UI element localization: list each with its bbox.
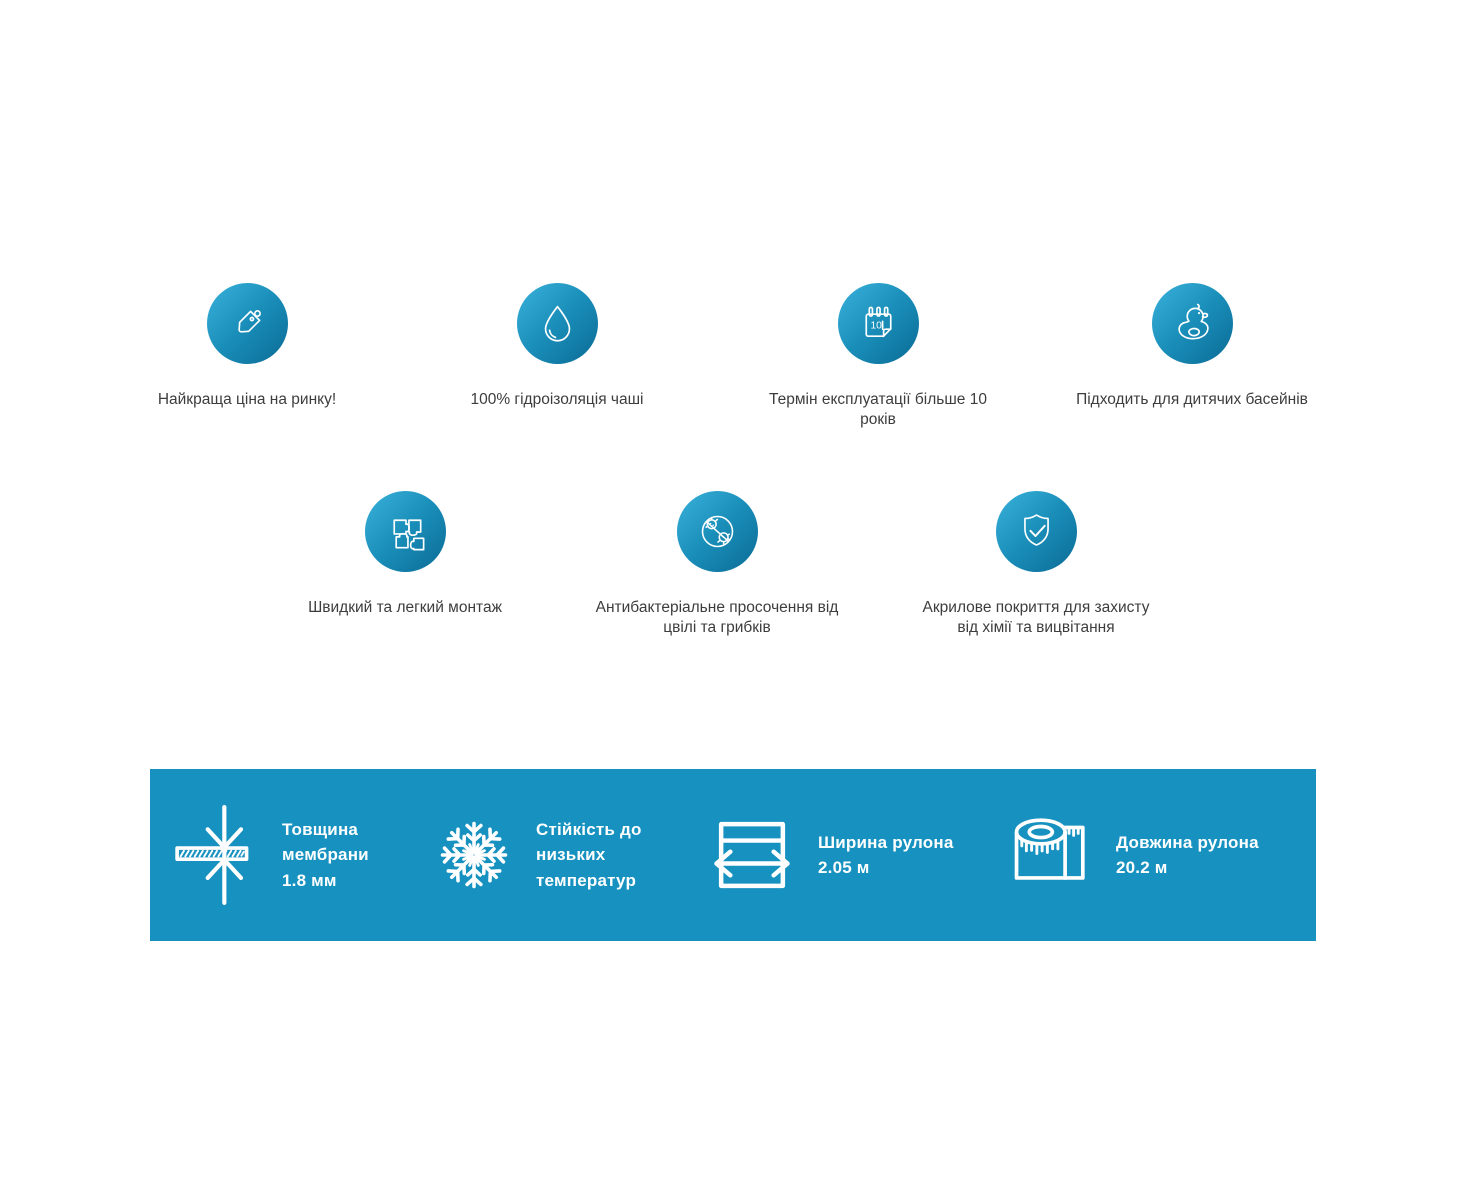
feature-caption: Найкраща ціна на ринку! — [157, 391, 337, 408]
water-drop-icon — [544, 305, 570, 342]
feature-badge — [206, 283, 288, 364]
spec-label: Товщина мембрани 1.8 мм — [282, 819, 369, 890]
feature-badge: 10 — [837, 283, 919, 364]
feature-badge — [995, 491, 1077, 572]
price-tag-icon — [237, 310, 261, 333]
spec-banner: Товщина мембрани 1.8 мм С — [150, 769, 1316, 941]
membrane-thickness-icon — [175, 805, 249, 905]
feature-lifespan: 10 Термін експлуатації більше 10 років — [728, 283, 1028, 429]
feature-easy-install: Швидкий та легкий монтаж — [255, 491, 555, 618]
no-bacteria-icon — [701, 515, 733, 548]
feature-kids-pools: Підходить для дитячих басейнів — [1042, 283, 1342, 410]
spec-label: Довжина рулона 20.2 м — [1116, 832, 1259, 878]
roll-length-icon — [1014, 818, 1085, 880]
feature-badge — [516, 283, 598, 364]
snowflake-icon — [440, 821, 508, 889]
feature-badge — [364, 491, 446, 572]
roll-width-icon — [714, 821, 790, 889]
feature-best-price: Найкраща ціна на ринку! — [97, 283, 397, 410]
feature-badge — [676, 491, 758, 572]
feature-badge — [1151, 283, 1233, 364]
feature-caption: Термін експлуатації більше 10 років — [769, 391, 987, 428]
feature-antibacterial: Антибактеріальне просочення від цвілі та… — [567, 491, 867, 637]
feature-acrylic-coating: Акрилове покриття для захисту від хімії … — [886, 491, 1186, 637]
feature-caption: 100% гідроізоляція чаші — [470, 391, 644, 408]
spec-frost-resistance: Стійкість до низьких температур — [436, 769, 642, 941]
calendar-number: 10 — [870, 320, 882, 331]
spec-membrane-thickness: Товщина мембрани 1.8 мм — [174, 769, 369, 941]
puzzle-icon — [392, 519, 424, 551]
spec-label: Ширина рулона 2.05 м — [818, 832, 954, 878]
spec-label: Стійкість до низьких температур — [536, 819, 642, 890]
calendar-icon: 10 — [864, 306, 892, 338]
feature-caption: Швидкий та легкий монтаж — [308, 599, 502, 616]
rubber-duck-icon — [1177, 303, 1209, 340]
spec-roll-length: Довжина рулона 20.2 м — [1008, 769, 1259, 941]
feature-caption: Підходить для дитячих басейнів — [1076, 391, 1308, 408]
feature-caption: Антибактеріальне просочення від цвілі та… — [595, 599, 839, 636]
feature-waterproof: 100% гідроізоляція чаші — [407, 283, 707, 410]
shield-check-icon — [1023, 514, 1049, 546]
feature-caption: Акрилове покриття для захисту від хімії … — [922, 599, 1150, 636]
spec-roll-width: Ширина рулона 2.05 м — [710, 769, 954, 941]
